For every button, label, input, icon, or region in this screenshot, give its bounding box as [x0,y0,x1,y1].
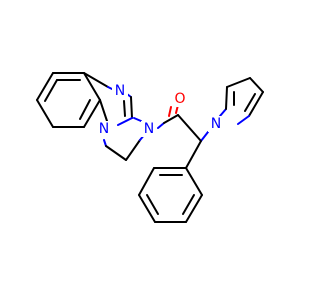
atom-n-imine: N [112,83,128,99]
atom-o-carbonyl-label: O [174,91,185,107]
atom-n-pyrrole: N [208,116,224,132]
atom-n-amide: N [141,121,157,137]
phenyl-ring [138,140,203,223]
molecule-canvas: N N N N O [36,72,264,223]
atom-n-pyrrole-label: N [211,116,221,132]
atom-n-amide-label: N [144,121,154,137]
atom-o-carbonyl: O [172,91,188,107]
atom-n-benz-label: N [99,121,109,137]
acyl-group [157,104,202,142]
molecule-structure: N N N N O [36,72,264,223]
atom-n-benz: N [96,121,112,137]
benzene-ring-fused [36,72,101,128]
imidazole-ring [83,72,133,126]
pyrrole-ring [200,77,264,142]
atom-n-imine-label: N [115,83,125,99]
